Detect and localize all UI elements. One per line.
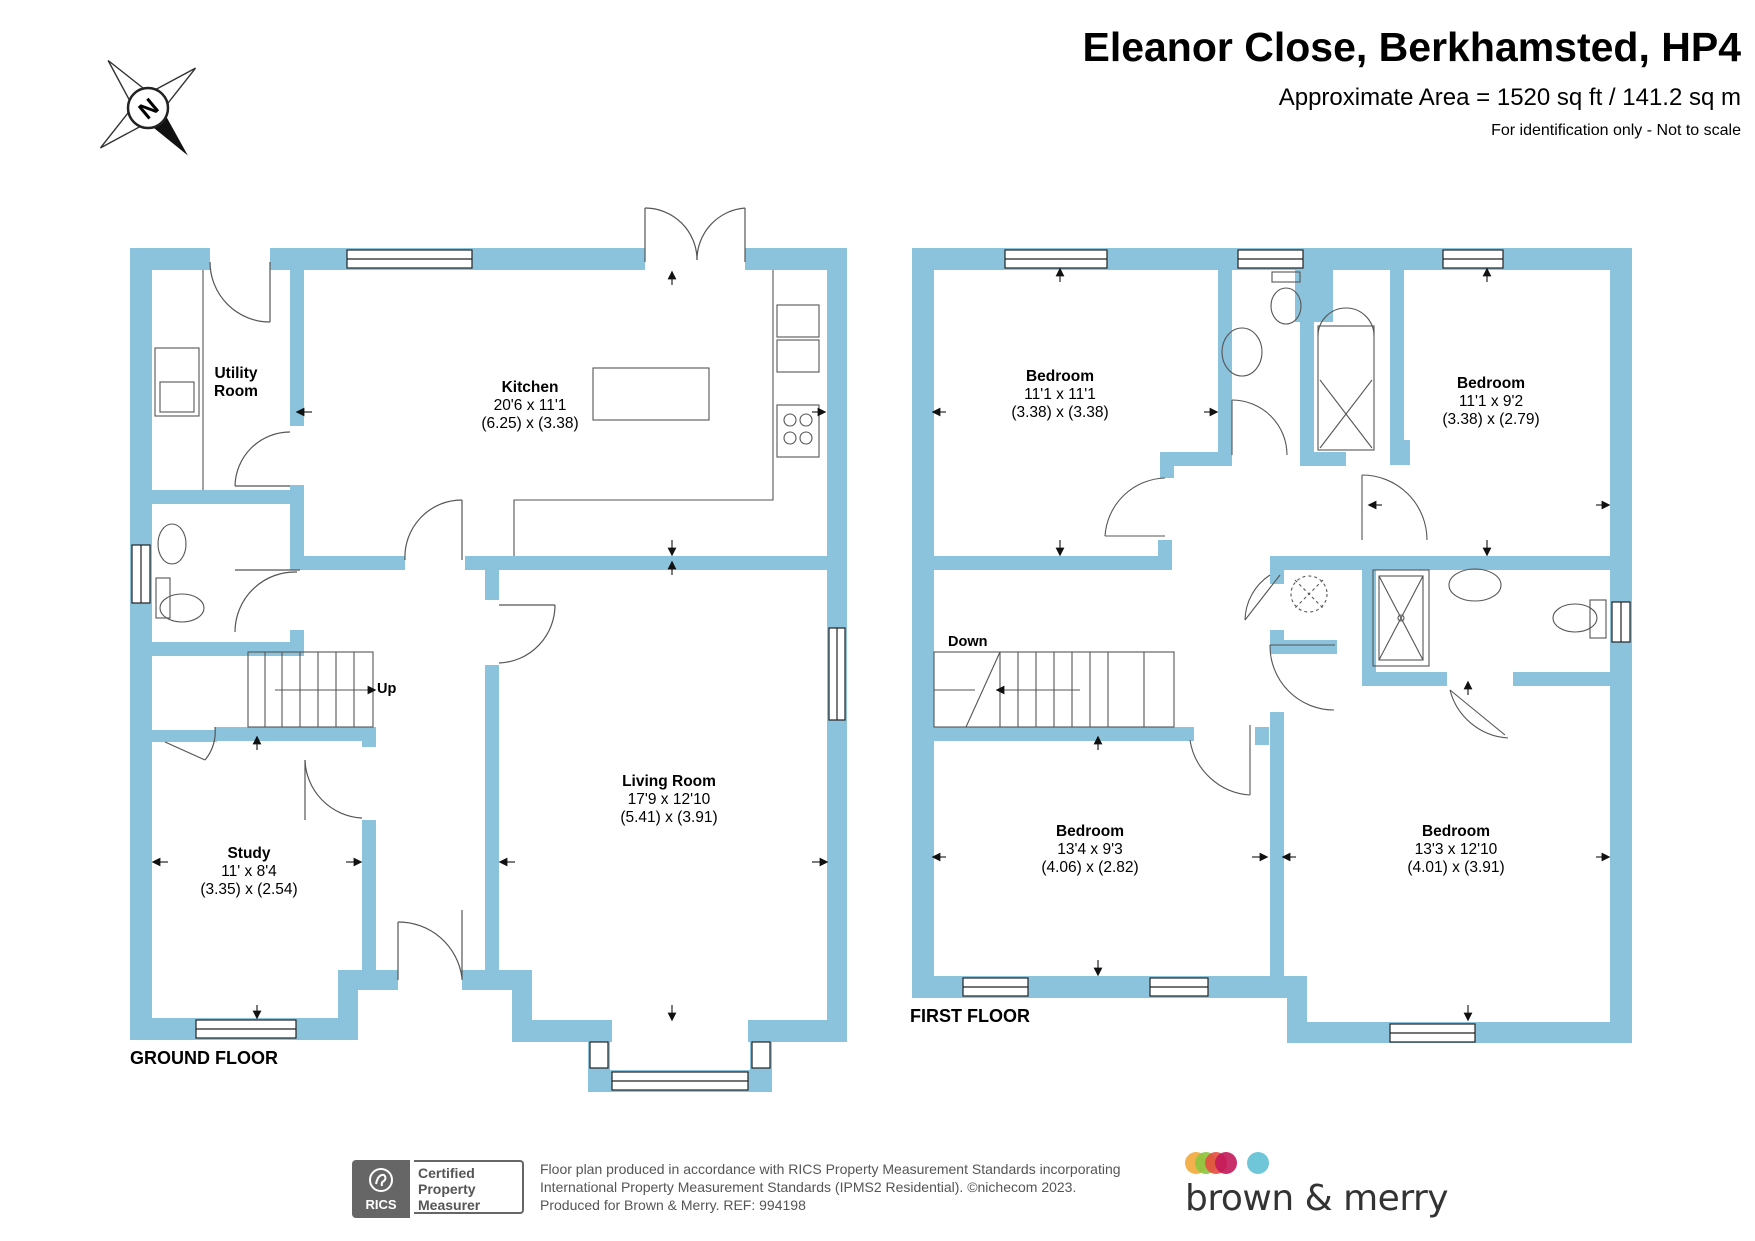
first-floor-plan <box>912 248 1632 1043</box>
first-floor-dimension-arrows <box>931 267 1611 1022</box>
first-floor-doors <box>1104 399 1509 796</box>
ground-floor-dimension-arrows <box>151 270 829 1022</box>
rics-logo: RICS <box>352 1160 410 1218</box>
footer-disclaimer: Floor plan produced in accordance with R… <box>540 1161 1121 1213</box>
ground-floor-windows <box>131 249 846 1091</box>
ground-floor-fixtures <box>154 270 820 728</box>
room-utility: Utility Room <box>214 365 258 400</box>
first-floor-fixtures <box>933 271 1607 728</box>
rics-badge: RICS Certified Property Measurer <box>352 1160 528 1218</box>
compass-icon: N <box>99 59 197 156</box>
stairs-down-label: Down <box>948 634 988 650</box>
ground-floor-label: GROUND FLOOR <box>130 1048 278 1068</box>
room-bedroom-2: Bedroom 11'1 x 9'2 (3.38) x (2.79) <box>1442 375 1540 428</box>
disclaimer-note: For identification only - Not to scale <box>1491 122 1741 139</box>
lion-crest-icon <box>369 1168 393 1192</box>
certified-measurer-label: Certified Property Measurer <box>414 1160 524 1214</box>
room-bedroom-1: Bedroom 11'1 x 11'1 (3.38) x (3.38) <box>1011 368 1109 421</box>
room-bedroom-4: Bedroom 13'3 x 12'10 (4.01) x (3.91) <box>1407 823 1505 876</box>
brand-name: brown & merry <box>1185 1178 1449 1219</box>
first-floor-label: FIRST FLOOR <box>910 1006 1030 1026</box>
brand-logo: brown & merry <box>1185 1152 1449 1222</box>
approximate-area: Approximate Area = 1520 sq ft / 141.2 sq… <box>1278 84 1741 111</box>
first-floor-windows <box>962 249 1631 1043</box>
room-study: Study 11' x 8'4 (3.35) x (2.54) <box>200 845 298 898</box>
stairs-up-label: Up <box>377 681 397 697</box>
room-living-room: Living Room 17'9 x 12'10 (5.41) x (3.91) <box>620 773 718 826</box>
room-bedroom-3: Bedroom 13'4 x 9'3 (4.06) x (2.82) <box>1041 823 1139 876</box>
ground-floor-doors <box>164 207 746 980</box>
page-title: Eleanor Close, Berkhamsted, HP4 <box>1082 24 1741 70</box>
room-kitchen: Kitchen 20'6 x 11'1 (6.25) x (3.38) <box>481 379 579 432</box>
